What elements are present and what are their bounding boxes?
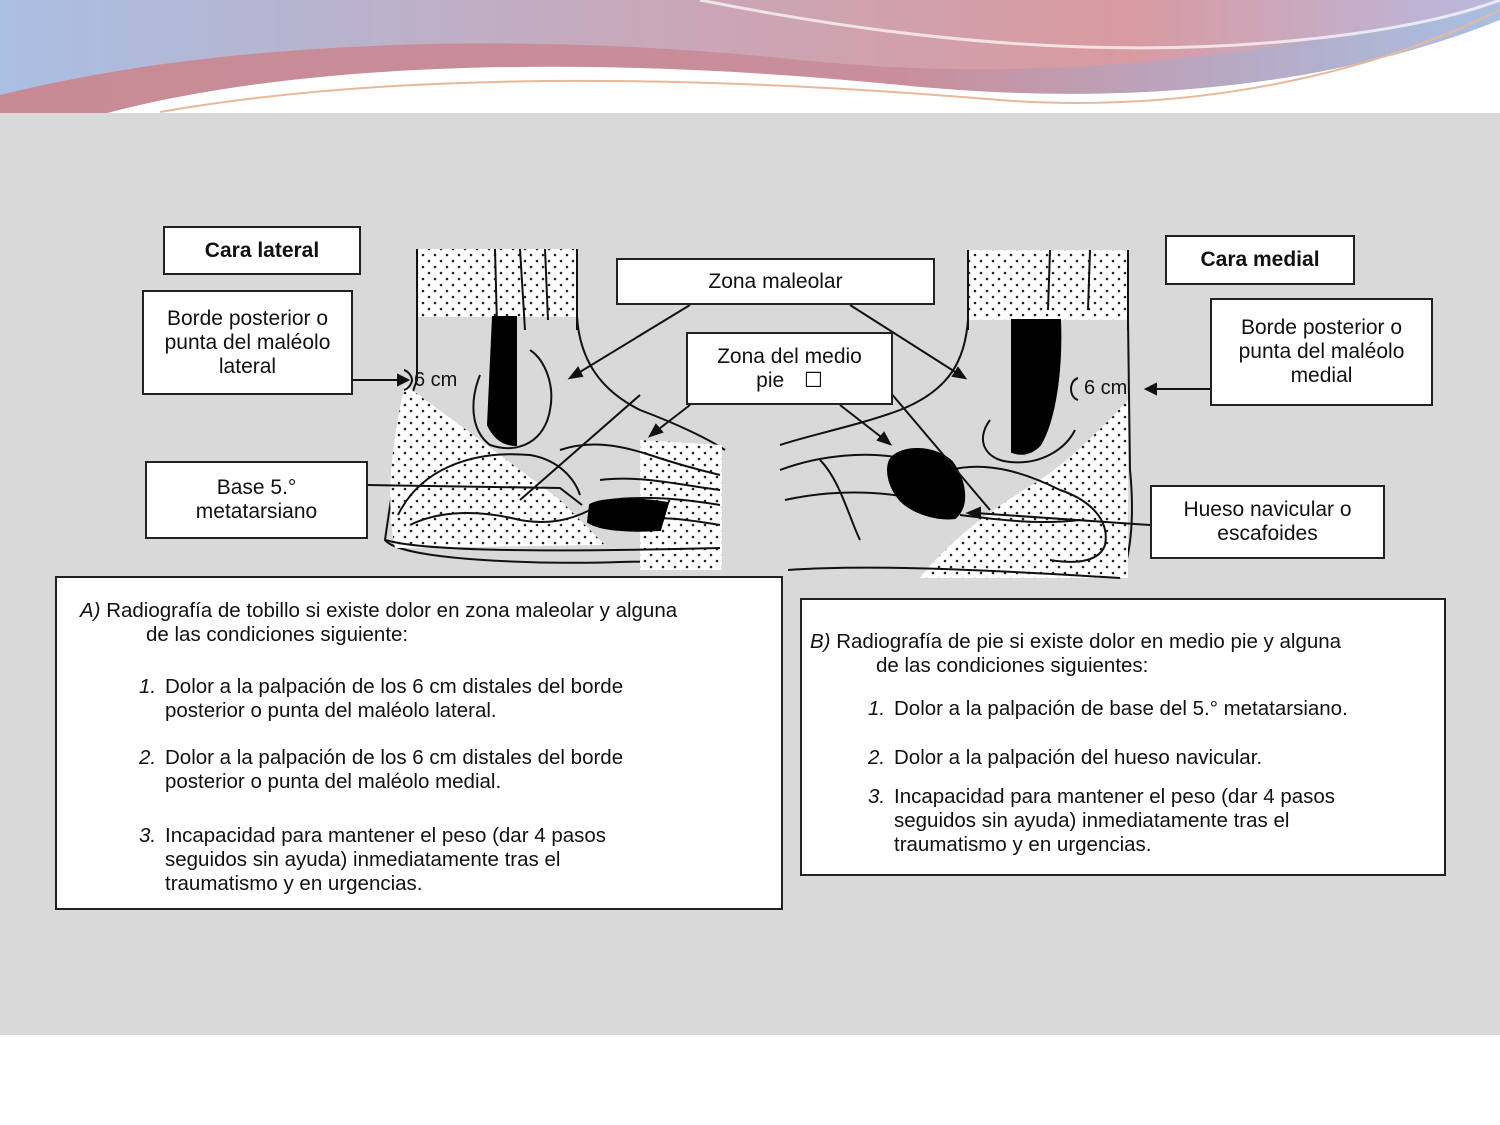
criteria-b-item-1-num: 1. — [868, 697, 886, 720]
lateral-foot-drawing — [383, 248, 726, 570]
criteria-b-intro: B) Radiografía de pie si existe dolor en… — [810, 630, 1341, 678]
zona-medio-pie-label: Zona del medio pie ☐ — [686, 332, 893, 405]
criteria-a-intro-line1: Radiografía de tobillo si existe dolor e… — [106, 599, 678, 622]
criteria-a-item-1: 1. Dolor a la palpación de los 6 cm dista… — [139, 675, 624, 723]
criteria-a-item-2-line1: Dolor a la palpación de los 6 cm distale… — [165, 746, 624, 769]
medial-foot-drawing — [779, 249, 1133, 579]
criteria-b-item-1: 1. Dolor a la palpación de base del 5.° m… — [868, 697, 1348, 721]
criteria-a-item-1-line2: posterior o punta del maléolo lateral. — [165, 699, 497, 722]
zona-medio-pie-line2-wrap: pie ☐ — [756, 369, 823, 393]
cara-medial-text: Cara medial — [1200, 248, 1320, 271]
borde-lateral-label: Borde posterior o punta del maléolo late… — [142, 290, 353, 395]
criteria-a-item-3-line2: seguidos sin ayuda) inmediatamente tras … — [165, 848, 561, 871]
borde-medial-line1: Borde posterior o — [1240, 316, 1403, 339]
borde-medial-label: Borde posterior o punta del maléolo medi… — [1210, 298, 1433, 406]
criteria-a-item-1-line1: Dolor a la palpación de los 6 cm distale… — [165, 675, 624, 698]
borde-lateral-line3: lateral — [218, 354, 277, 378]
navicular-line1: Hueso navicular o — [1183, 498, 1352, 521]
criteria-b-item-3-line1: Incapacidad para mantener el peso (dar 4… — [894, 785, 1336, 808]
criteria-b-item-2: 2. Dolor a la palpación del hueso navicul… — [868, 746, 1263, 770]
borde-lateral-line1: Borde posterior o — [166, 306, 329, 330]
borde-medial-line2: punta del maléolo — [1238, 340, 1405, 363]
pointer-lines — [352, 304, 1210, 526]
criteria-a-item-3-num: 3. — [139, 824, 157, 847]
criteria-box-a: A) Radiografía de tobillo si existe dolo… — [55, 576, 783, 910]
zona-medio-pie-symbol: ☐ — [804, 368, 823, 392]
base-metatarsiano-label: Base 5.° metatarsiano — [145, 461, 368, 539]
criteria-a-item-1-num: 1. — [139, 675, 157, 698]
criteria-b-intro-line2: de las condiciones siguientes: — [876, 654, 1149, 677]
criteria-b-letter: B) — [810, 630, 831, 653]
criteria-b-intro-line1: Radiografía de pie si existe dolor en me… — [836, 630, 1342, 653]
criteria-a-item-2-num: 2. — [139, 746, 157, 769]
base-line1: Base 5.° — [216, 476, 297, 499]
criteria-b-item-2-num: 2. — [868, 746, 886, 769]
zona-medio-pie-line2: pie — [756, 368, 785, 392]
base-line2: metatarsiano — [195, 500, 318, 523]
cara-lateral-text: Cara lateral — [204, 238, 320, 262]
cara-medial-label: Cara medial — [1165, 235, 1355, 285]
zona-medio-pie-line1: Zona del medio — [717, 344, 862, 368]
criteria-a-intro-line2: de las condiciones siguiente: — [146, 623, 409, 646]
cara-lateral-label: Cara lateral — [163, 226, 361, 275]
zona-maleolar-label: Zona maleolar — [616, 258, 935, 305]
borde-lateral-line2: punta del maléolo — [164, 330, 331, 354]
criteria-b-item-3-line2: seguidos sin ayuda) inmediatamente tras … — [894, 809, 1290, 832]
criteria-b-item-2-line1: Dolor a la palpación del hueso navicular… — [894, 746, 1263, 769]
slide-header-band — [0, 0, 1500, 115]
criteria-a-item-2-line2: posterior o punta del maléolo medial. — [165, 770, 502, 793]
criteria-a-intro: A) Radiografía de tobillo si existe dolo… — [80, 599, 677, 647]
zona-maleolar-text: Zona maleolar — [708, 269, 843, 293]
navicular-label: Hueso navicular o escafoides — [1150, 485, 1385, 559]
criteria-b-item-3-num: 3. — [868, 785, 886, 808]
criteria-b-item-3-line3: traumatismo y en urgencias. — [894, 833, 1152, 856]
criteria-b-item-1-line1: Dolor a la palpación de base del 5.° met… — [894, 697, 1348, 720]
borde-medial-line3: medial — [1290, 364, 1353, 387]
criteria-a-item-3-line1: Incapacidad para mantener el peso (dar 4… — [165, 824, 607, 847]
criteria-a-letter: A) — [80, 599, 101, 622]
criteria-box-b: B) Radiografía de pie si existe dolor en… — [800, 598, 1446, 876]
criteria-a-item-3: 3. Incapacidad para mantener el peso (dar… — [139, 824, 607, 896]
measure-6cm-medial: 6 cm — [1084, 377, 1128, 399]
criteria-a-item-2: 2. Dolor a la palpación de los 6 cm dista… — [139, 746, 624, 794]
measure-6cm-lateral: 6 cm — [414, 369, 458, 391]
navicular-line2: escafoides — [1217, 522, 1318, 545]
criteria-b-item-3: 3. Incapacidad para mantener el peso (dar… — [868, 785, 1336, 857]
criteria-a-item-3-line3: traumatismo y en urgencias. — [165, 872, 423, 895]
